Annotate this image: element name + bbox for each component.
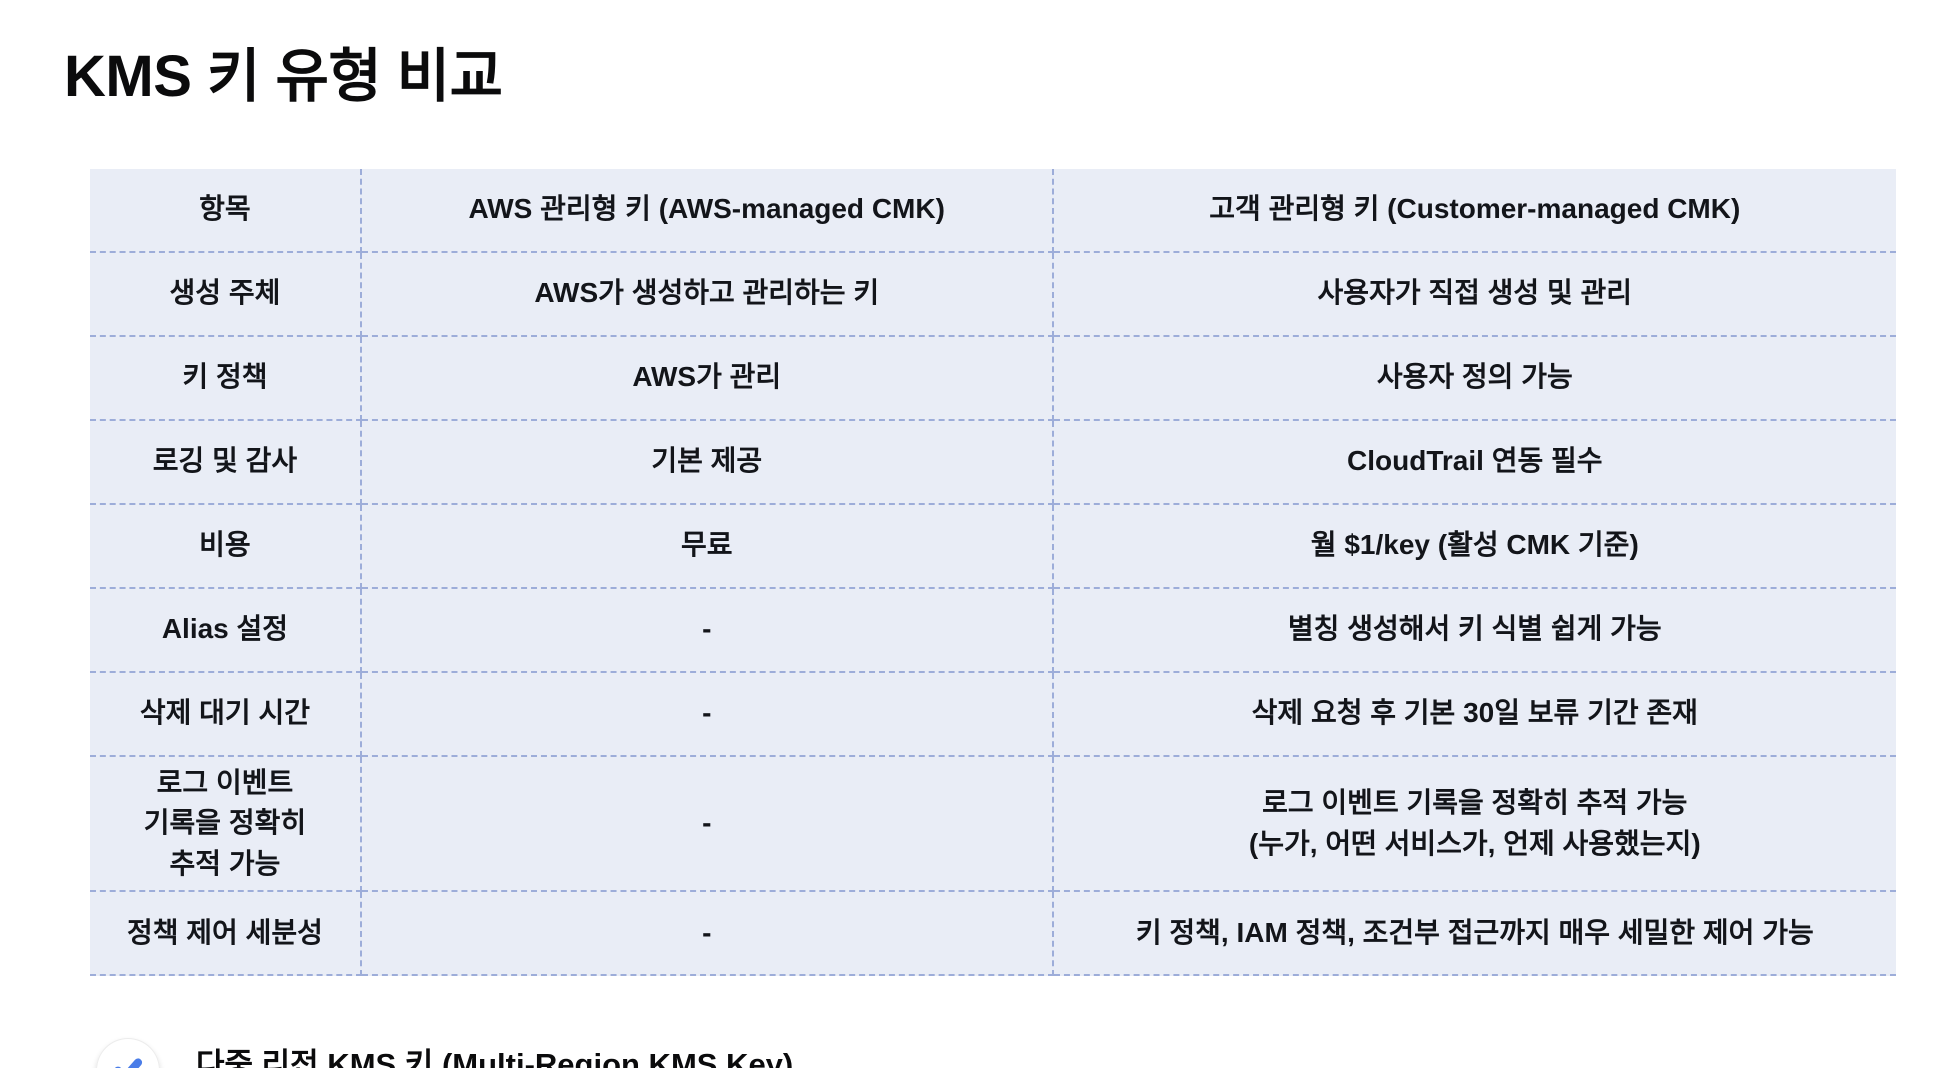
cell-customer-managed: 로그 이벤트 기록을 정확히 추적 가능 (누가, 어떤 서비스가, 언제 사용… bbox=[1052, 755, 1896, 893]
cell-item: Alias 설정 bbox=[90, 587, 362, 673]
cell-aws-managed: 기본 제공 bbox=[360, 419, 1054, 505]
kms-comparison-table: 항목 AWS 관리형 키 (AWS-managed CMK) 고객 관리형 키 … bbox=[90, 168, 1896, 977]
column-header-item: 항목 bbox=[90, 168, 362, 253]
table-row: 로그 이벤트 기록을 정확히 추적 가능 - 로그 이벤트 기록을 정확히 추적… bbox=[90, 755, 1896, 893]
table-row: 키 정책 AWS가 관리 사용자 정의 가능 bbox=[90, 335, 1896, 421]
cell-item: 로그 이벤트 기록을 정확히 추적 가능 bbox=[90, 755, 362, 893]
cell-item: 비용 bbox=[90, 503, 362, 589]
cell-customer-managed: 사용자 정의 가능 bbox=[1052, 335, 1896, 421]
cell-customer-managed: 키 정책, IAM 정책, 조건부 접근까지 매우 세밀한 제어 가능 bbox=[1052, 891, 1896, 977]
table-row: 로깅 및 감사 기본 제공 CloudTrail 연동 필수 bbox=[90, 419, 1896, 505]
cell-item: 삭제 대기 시간 bbox=[90, 671, 362, 757]
cell-customer-managed: 별칭 생성해서 키 식별 쉽게 가능 bbox=[1052, 587, 1896, 673]
cell-aws-managed: - bbox=[360, 755, 1054, 893]
cell-item: 로깅 및 감사 bbox=[90, 419, 362, 505]
table-row: Alias 설정 - 별칭 생성해서 키 식별 쉽게 가능 bbox=[90, 587, 1896, 673]
cell-item: 정책 제어 세분성 bbox=[90, 891, 362, 977]
cell-item: 키 정책 bbox=[90, 335, 362, 421]
cell-aws-managed: - bbox=[360, 891, 1054, 977]
cell-customer-managed: 삭제 요청 후 기본 30일 보류 기간 존재 bbox=[1052, 671, 1896, 757]
cell-aws-managed: AWS가 생성하고 관리하는 키 bbox=[360, 251, 1054, 337]
page-title: KMS 키 유형 비교 bbox=[64, 44, 503, 109]
cell-customer-managed: 사용자가 직접 생성 및 관리 bbox=[1052, 251, 1896, 337]
cell-customer-managed: CloudTrail 연동 필수 bbox=[1052, 419, 1896, 505]
table-row: 정책 제어 세분성 - 키 정책, IAM 정책, 조건부 접근까지 매우 세밀… bbox=[90, 891, 1896, 977]
column-header-aws-managed: AWS 관리형 키 (AWS-managed CMK) bbox=[360, 168, 1054, 253]
note-text: 다중 리전 KMS 키 (Multi-Region KMS Key) 여러 리전… bbox=[196, 1038, 1181, 1068]
cell-aws-managed: - bbox=[360, 587, 1054, 673]
table-row: 삭제 대기 시간 - 삭제 요청 후 기본 30일 보류 기간 존재 bbox=[90, 671, 1896, 757]
cell-item: 생성 주체 bbox=[90, 251, 362, 337]
table-body: 항목 AWS 관리형 키 (AWS-managed CMK) 고객 관리형 키 … bbox=[90, 168, 1896, 977]
table-row: 비용 무료 월 $1/key (활성 CMK 기준) bbox=[90, 503, 1896, 589]
multi-region-note: 다중 리전 KMS 키 (Multi-Region KMS Key) 여러 리전… bbox=[96, 1038, 1938, 1068]
table-row: 생성 주체 AWS가 생성하고 관리하는 키 사용자가 직접 생성 및 관리 bbox=[90, 251, 1896, 337]
check-icon bbox=[96, 1038, 160, 1068]
cell-aws-managed: 무료 bbox=[360, 503, 1054, 589]
cell-customer-managed: 월 $1/key (활성 CMK 기준) bbox=[1052, 503, 1896, 589]
note-title: 다중 리전 KMS 키 (Multi-Region KMS Key) bbox=[196, 1047, 794, 1068]
cell-aws-managed: AWS가 관리 bbox=[360, 335, 1054, 421]
table-header-row: 항목 AWS 관리형 키 (AWS-managed CMK) 고객 관리형 키 … bbox=[90, 168, 1896, 253]
cell-aws-managed: - bbox=[360, 671, 1054, 757]
column-header-customer-managed: 고객 관리형 키 (Customer-managed CMK) bbox=[1052, 168, 1896, 253]
